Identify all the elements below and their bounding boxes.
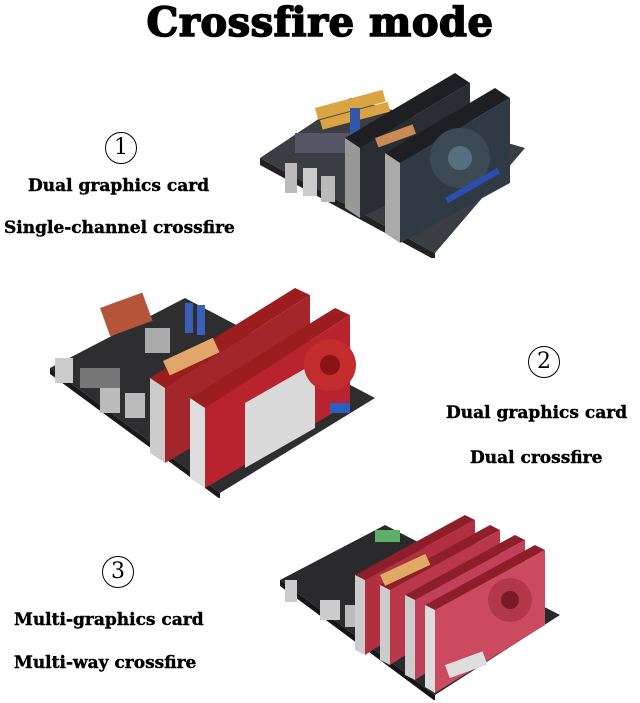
section-2-line1: Dual graphics card (446, 403, 628, 423)
section-1-line2: Single-channel crossfire (4, 218, 235, 238)
page-title: Crossfire mode (146, 0, 494, 46)
motherboard-dark-gpus-illustration (260, 73, 525, 258)
section-3-line1: Multi-graphics card (14, 610, 204, 630)
section-3-number: 3 (102, 556, 134, 588)
section-1-line1: Dual graphics card (28, 176, 210, 196)
section-1-number: 1 (105, 132, 137, 164)
motherboard-four-red-gpus-illustration (280, 515, 560, 700)
section-2-number: 2 (528, 346, 560, 378)
section-1-image (255, 68, 530, 258)
section-2-line2: Dual crossfire (470, 448, 603, 468)
motherboard-red-gpus-illustration (50, 288, 375, 498)
section-3-image (275, 515, 565, 700)
section-3-line2: Multi-way crossfire (14, 653, 197, 673)
section-2-image (45, 283, 380, 498)
